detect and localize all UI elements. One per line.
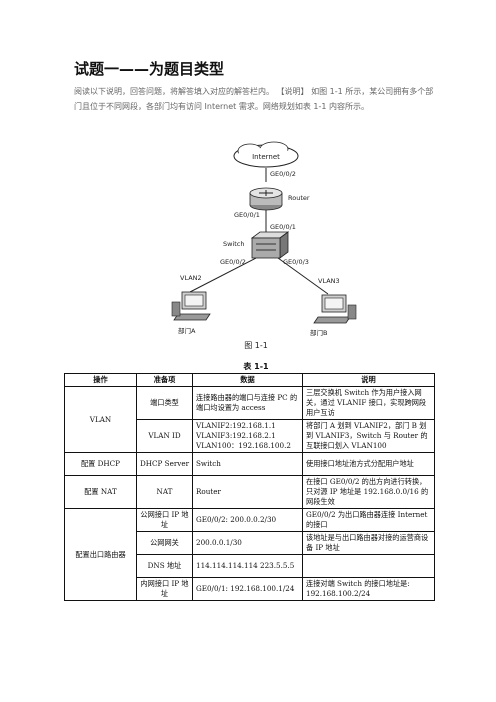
data-cell: 连接路由器的端口与连接 PC 的端口均设置为 access: [192, 386, 303, 420]
table-row: 配置 NAT NAT Router 在接口 GE0/0/2 的出方向进行转换，只…: [64, 475, 435, 509]
table-caption: 表 1-1: [243, 362, 269, 371]
router-icon: [249, 187, 283, 211]
switch-port-top-label: GE0/0/1: [270, 223, 296, 231]
note-cell: 将部门 A 划到 VLANIF2，部门 B 划到 VLANIF3，Switch …: [302, 419, 435, 453]
note-cell: 该地址是与出口路由器对接的运营商设备 IP 地址: [302, 531, 435, 555]
note-cell: 使用接口地址池方式分配用户地址: [302, 452, 435, 476]
switch-port-right-label: GE0/0/3: [283, 258, 309, 266]
item-cell: 内网接口 IP 地址: [136, 577, 193, 601]
data-cell: 200.0.0.1/30: [192, 531, 303, 555]
vlan2-label: VLAN2: [180, 274, 202, 282]
link-switch-dept-b: [277, 257, 329, 295]
operation-cell: 配置 DHCP: [64, 452, 137, 476]
intro-paragraph: 阅读以下说明，回答问题，将解答填入对应的解答栏内。 【说明】 如图 1-1 所示…: [74, 87, 434, 111]
table-header-row: 操作 准备项 数据 说明: [64, 373, 435, 387]
router-port-bottom-label: GE0/0/1: [234, 211, 260, 219]
router-port-top-label: GE0/0/2: [270, 170, 296, 178]
vlan3-label: VLAN3: [318, 277, 340, 285]
item-cell: VLAN ID: [136, 419, 193, 453]
item-cell: NAT: [136, 475, 193, 509]
item-cell: 端口类型: [136, 386, 193, 420]
link-switch-dept-a: [189, 257, 257, 293]
dept-b-label: 部门B: [310, 328, 327, 337]
item-cell: DNS 地址: [136, 554, 193, 578]
item-cell: DHCP Server: [136, 452, 193, 476]
item-cell: 公网接口 IP 地址: [136, 508, 193, 532]
page-title: 试题一——为题目类型: [74, 60, 225, 78]
header-cell: 操作: [64, 373, 137, 387]
table-row: 内网接口 IP 地址 GE0/0/1: 192.168.100.1/24 连接对…: [65, 577, 435, 601]
network-plan-table: 操作 准备项 数据 说明 VLAN 端口类型 连接路由器的端口与连接 PC 的端…: [64, 373, 435, 601]
dept-a-label: 部门A: [178, 326, 196, 335]
switch-port-left-label: GE0/0/2: [220, 258, 246, 266]
data-cell: 114.114.114.114 223.5.5.5: [192, 554, 303, 578]
header-cell: 说明: [302, 373, 435, 387]
note-cell: [302, 554, 435, 578]
note-cell: 在接口 GE0/0/2 的出方向进行转换，只对源 IP 地址是 192.168.…: [302, 475, 435, 509]
table-row: 配置 DHCP DHCP Server Switch 使用接口地址池方式分配用户…: [64, 452, 435, 476]
table-row: VLAN ID VLANIF2:192.168.1.1 VLANIF3:192.…: [65, 419, 435, 453]
cloud-icon: [233, 141, 299, 168]
operation-cell: 配置 NAT: [64, 475, 137, 509]
header-cell: 数据: [192, 373, 303, 387]
item-cell: 公网网关: [136, 531, 193, 555]
data-cell: VLANIF2:192.168.1.1 VLANIF3:192.168.2.1 …: [192, 419, 303, 453]
internet-label: Internet: [252, 153, 280, 161]
router-label: Router: [288, 194, 310, 202]
switch-icon: [250, 231, 290, 259]
data-cell: Router: [192, 475, 303, 509]
switch-label: Switch: [223, 240, 245, 248]
computer-icon: [171, 291, 211, 321]
data-cell: GE0/0/2: 200.0.0.2/30: [192, 508, 303, 532]
data-cell: GE0/0/1: 192.168.100.1/24: [192, 577, 303, 601]
table-row: 公网网关 200.0.0.1/30 该地址是与出口路由器对接的运营商设备 IP …: [65, 531, 435, 555]
figure-caption: 图 1-1: [244, 341, 268, 350]
operation-cell: VLAN: [64, 386, 137, 453]
network-topology-diagram: Internet GE0/0/2 Router GE0/0/1 GE0/0/1 …: [171, 141, 357, 337]
table-row: VLAN 端口类型 连接路由器的端口与连接 PC 的端口均设置为 access …: [64, 386, 435, 453]
computer-icon: [313, 294, 357, 324]
note-cell: 连接对端 Switch 的接口地址是: 192.168.100.2/24: [302, 577, 435, 601]
table-row: 配置出口路由器 公网接口 IP 地址 GE0/0/2: 200.0.0.2/30…: [64, 508, 435, 601]
header-cell: 准备项: [136, 373, 193, 387]
data-cell: Switch: [192, 452, 303, 476]
note-cell: 三层交换机 Switch 作为用户接入网关，通过 VLANIF 接口，实现跨网段…: [302, 386, 435, 420]
operation-cell: 配置出口路由器: [64, 508, 137, 601]
note-cell: GE0/0/2 为出口路由器连接 Internet 的接口: [302, 508, 435, 532]
